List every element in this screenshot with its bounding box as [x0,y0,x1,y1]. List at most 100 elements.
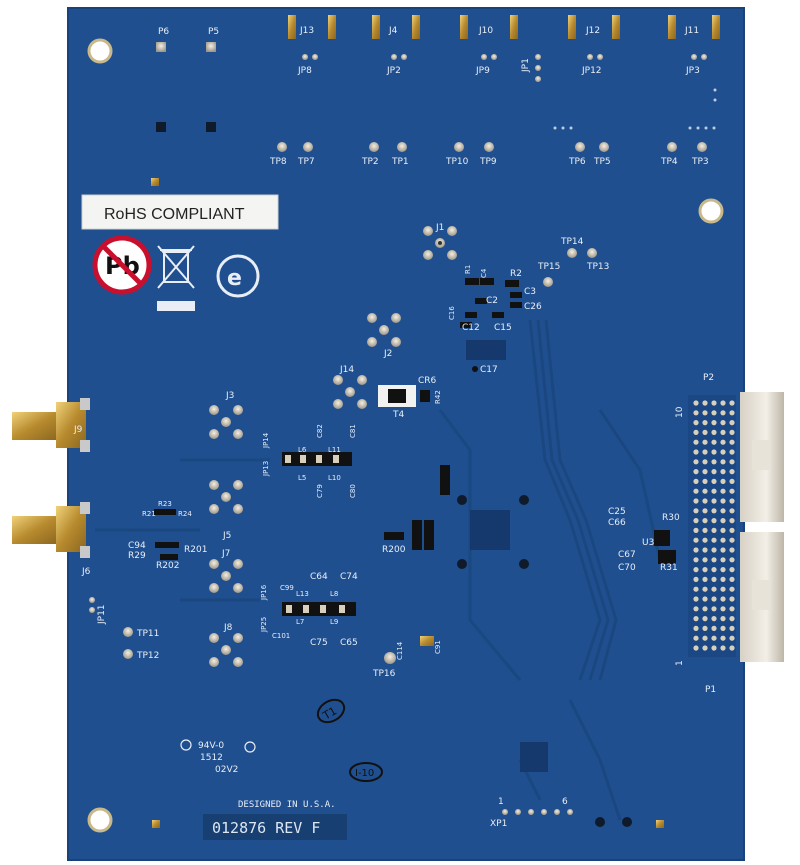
svg-text:J7: J7 [221,549,230,559]
label-jp1: JP1 [521,58,531,73]
jack-j2: J2 [367,313,401,359]
svg-text:L6: L6 [298,446,307,454]
svg-text:P1: P1 [705,685,716,695]
header-pin [711,469,717,475]
jumper-pads-top [302,54,707,82]
header-pin [711,586,717,592]
header-pin [693,567,699,573]
header-pin [693,429,699,435]
header-pin [711,557,717,563]
svg-text:C75: C75 [310,638,328,648]
part-number-text: 012876 REV F [212,819,320,837]
header-pin [711,547,717,553]
svg-text:C25: C25 [608,507,626,517]
header-pin [720,429,726,435]
svg-text:R31: R31 [660,563,678,573]
svg-text:C101: C101 [272,632,290,640]
svg-text:10: 10 [675,406,685,418]
header-pin [693,459,699,465]
svg-text:C15: C15 [494,323,512,333]
designed-in-text: DESIGNED IN U.S.A. [238,800,336,810]
header-pin [702,567,708,573]
header-pin [711,439,717,445]
header-pin [711,498,717,504]
svg-text:R201: R201 [184,545,207,555]
header-pin [693,576,699,583]
stamp-t1: T1 [316,698,346,724]
svg-text:R24: R24 [178,510,192,518]
header-pin [720,459,726,465]
svg-text:C65: C65 [340,638,358,648]
weee-bin-icon [157,245,195,311]
header-pin [711,518,717,524]
label-tp7: TP7 [297,157,315,167]
svg-text:L11: L11 [328,446,341,454]
header-pin [693,645,699,651]
svg-text:C79: C79 [316,484,324,498]
header-pin [711,429,717,435]
label-jp8: JP8 [297,66,312,76]
header-pin [729,459,735,465]
svg-text:1: 1 [675,660,685,666]
label-jp12: JP12 [581,66,602,76]
label-p5: P5 [208,27,219,37]
header-pin [702,645,708,651]
svg-text:C4: C4 [480,268,488,278]
svg-text:XP1: XP1 [490,819,507,829]
svg-text:J1: J1 [435,223,444,233]
svg-text:R21: R21 [142,510,156,518]
svg-text:JP14: JP14 [262,432,270,449]
svg-text:C26: C26 [524,302,542,312]
header-pin [729,518,735,524]
header-pin [711,527,717,534]
stamp-i10: I-10 [349,762,383,782]
eco-recycle-icon: e [216,254,260,298]
filter-block-upper: JP13 JP14 L6 L5 C82 L11 L10 C81 C79 C80 [262,424,357,498]
header-pin [729,400,735,406]
label-j11: J11 [684,26,699,36]
header-pin [693,488,699,494]
svg-text:C74: C74 [340,572,358,582]
svg-text:C91: C91 [434,640,442,654]
header-pin [711,410,717,416]
header-pin [702,547,708,553]
jack-j1: J1 [423,223,457,260]
header-pin [729,645,735,651]
header-pins [693,400,735,651]
svg-text:JP16: JP16 [260,584,268,601]
header-pin [702,616,708,622]
svg-text:L5: L5 [298,474,306,482]
header-pin [693,527,699,534]
header-pin [720,557,726,563]
header-pin [720,518,726,524]
pb-free-icon: Pb [92,235,152,295]
header-pin [720,576,726,583]
transformer-t4: T4 CR6 R42 [378,376,442,420]
svg-text:J5: J5 [222,531,231,541]
header-pin [702,498,708,504]
rohs-sticker-text: RoHS COMPLIANT [104,206,245,223]
via-clusters [553,88,717,130]
svg-text:C12: C12 [462,323,480,333]
svg-text:J6: J6 [81,567,91,577]
header-pin [720,478,726,484]
header-pin [693,498,699,504]
header-pin [702,518,708,524]
header-pin [729,469,735,475]
header-pin [693,478,699,484]
header-pin [711,420,717,426]
svg-text:C3: C3 [524,287,536,297]
header-pin [729,547,735,553]
header-pin [720,420,726,426]
header-pin [702,625,708,632]
jack-j5: J5 [209,480,243,541]
component-cluster-a [460,278,522,328]
header-pin [729,449,735,455]
label-tp1: TP1 [391,157,409,167]
svg-text:R23: R23 [158,500,172,508]
ul-mark-block: 94V-0 1512 02V2 [180,739,256,775]
header-pin [693,606,699,612]
header-pin [711,596,717,602]
header-pin [711,616,717,622]
svg-text:1512: 1512 [200,753,223,763]
